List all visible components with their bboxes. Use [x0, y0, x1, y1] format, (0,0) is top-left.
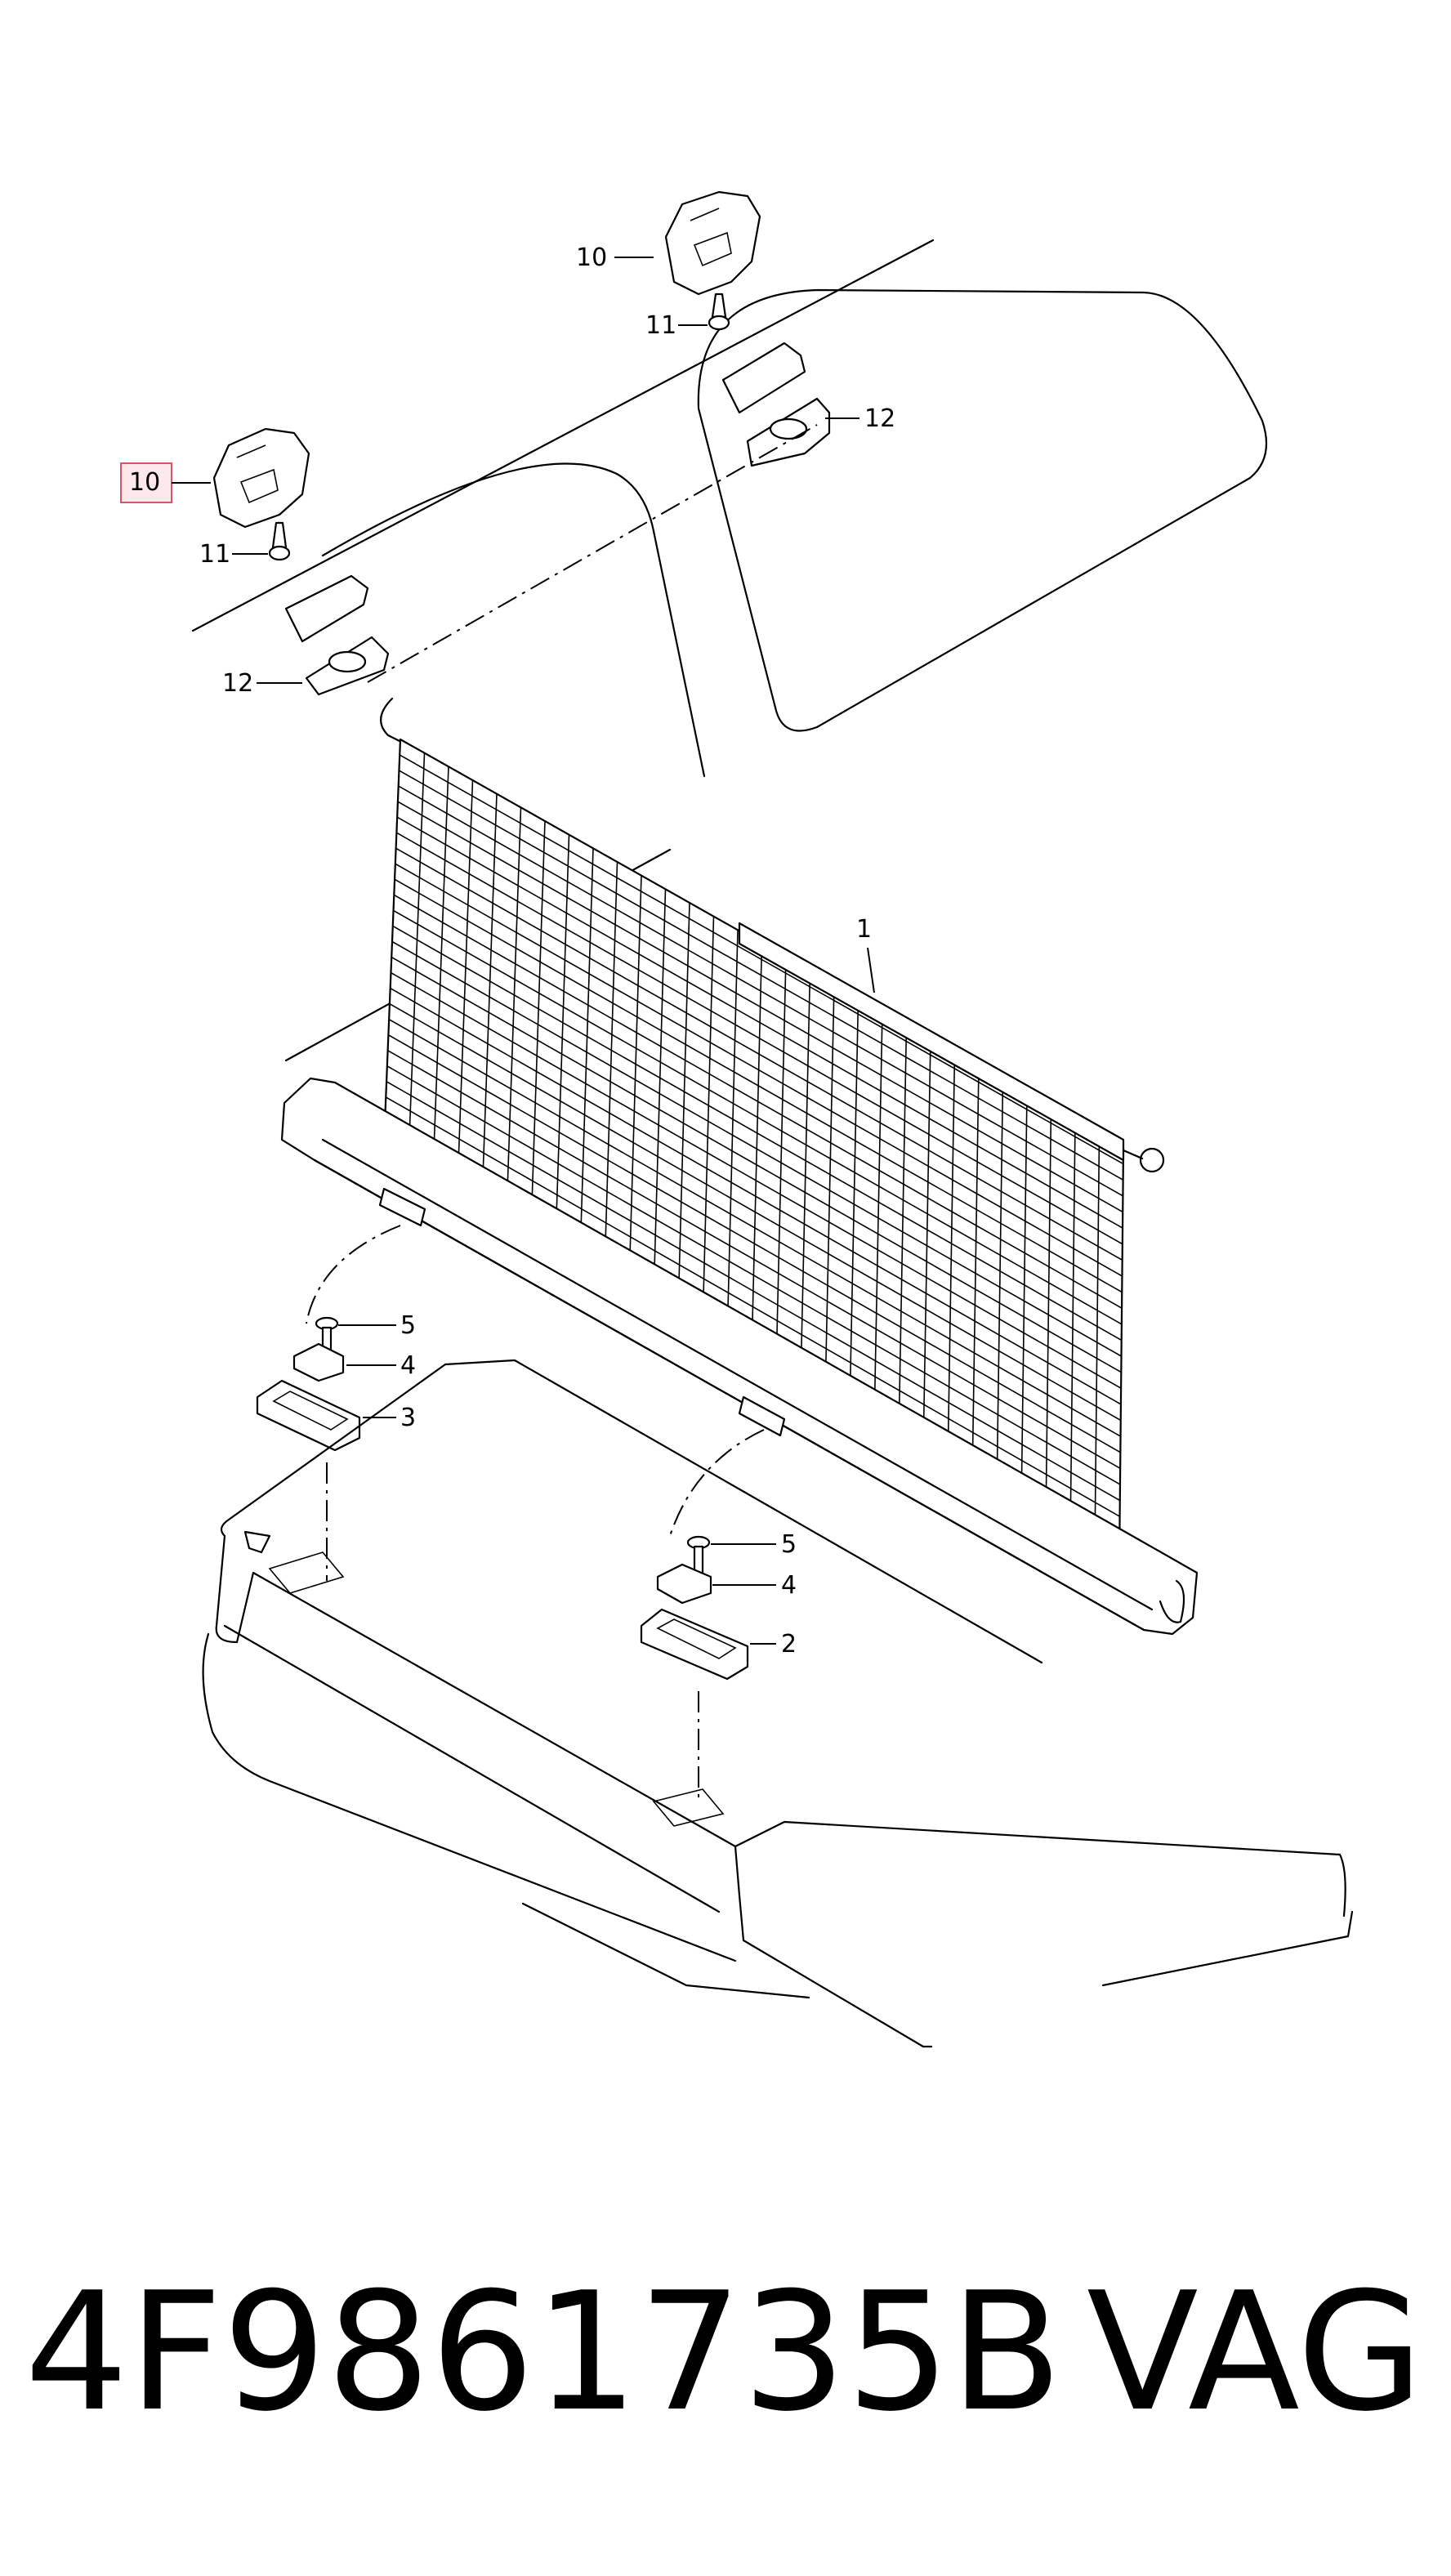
cargo-net-1 [380, 697, 1165, 1566]
callout-5-right: 5 [781, 1530, 797, 1559]
callout-4-left: 4 [400, 1351, 416, 1380]
net-cassette [280, 1077, 1199, 1636]
bolt-11-left [268, 521, 291, 561]
net-mesh [384, 752, 1124, 1551]
part-number: 4F9861735B [25, 2257, 1063, 2448]
footer: 4F9861735B VAG [0, 2255, 1451, 2500]
highlight-box [120, 462, 172, 503]
brand-label: VAG [1087, 2257, 1424, 2448]
mount-plate-12-right [721, 342, 831, 467]
callout-12-right: 12 [864, 404, 895, 433]
callout-1: 1 [856, 915, 872, 944]
callout-2: 2 [781, 1630, 797, 1659]
callout-labels: 10 11 12 10 11 12 1 5 4 3 5 4 2 [129, 243, 895, 1659]
callout-4-right: 4 [781, 1571, 797, 1600]
attach-arc-right [669, 1429, 765, 1537]
callout-11-left: 11 [199, 540, 230, 569]
hook-10-right [664, 190, 761, 296]
callout-3: 3 [400, 1404, 416, 1432]
bolt-11-right [708, 292, 730, 331]
hook-10-left [212, 427, 310, 529]
mount-plate-12-left [284, 574, 390, 696]
callout-10-left: 10 [129, 468, 160, 497]
callout-11-right: 11 [645, 311, 676, 340]
side-window [697, 288, 1268, 732]
attach-arc-left [306, 1225, 401, 1324]
callout-10-right: 10 [576, 243, 607, 272]
fastener-stack-right [640, 1535, 749, 1801]
fastener-stack-left [256, 1316, 361, 1581]
window-pillar [321, 462, 706, 778]
mount-axis-line [367, 424, 818, 683]
callout-5-left: 5 [400, 1311, 416, 1340]
rear-seat [202, 1359, 1354, 2048]
exploded-parts-diagram: 10 11 12 10 11 12 1 5 4 3 5 4 2 [120, 190, 1354, 2048]
callout-12-left: 12 [222, 669, 253, 698]
